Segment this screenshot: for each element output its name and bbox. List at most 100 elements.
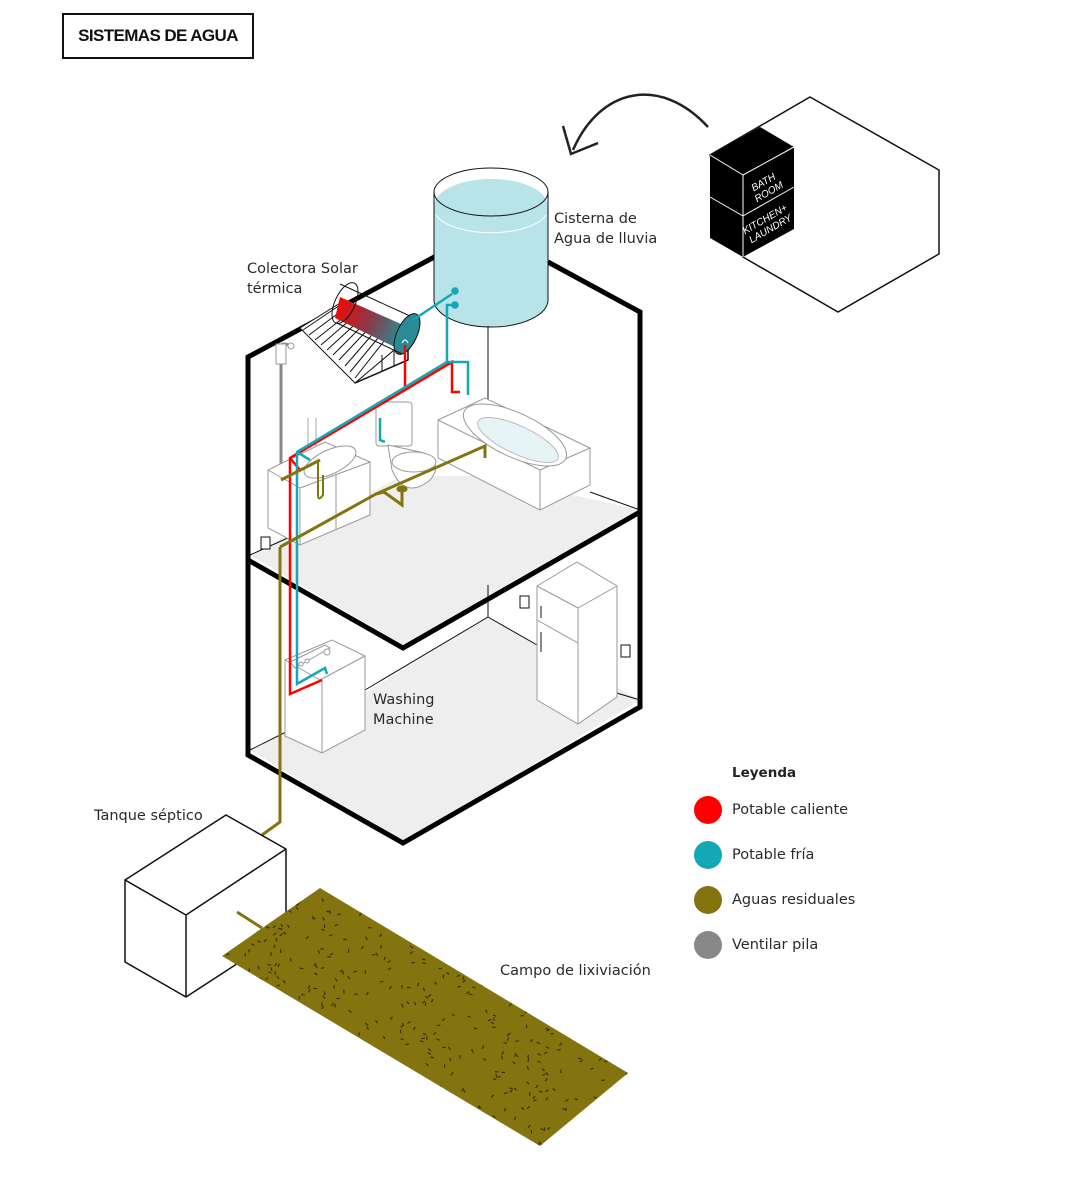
- soil-speckle: [497, 980, 500, 985]
- soil-speckle: [267, 1014, 270, 1019]
- soil-speckle: [446, 916, 451, 919]
- soil-speckle: [626, 892, 628, 896]
- soil-speckle: [613, 1102, 617, 1105]
- soil-speckle: [615, 1130, 620, 1133]
- legend-label: Aguas residuales: [732, 891, 856, 908]
- soil-speckle: [492, 1114, 496, 1119]
- soil-speckle: [236, 1075, 240, 1080]
- soil-speckle: [614, 1096, 619, 1098]
- soil-speckle: [382, 1035, 386, 1040]
- soil-speckle: [238, 1006, 242, 1010]
- soil-speckle: [466, 991, 470, 995]
- soil-speckle: [270, 1077, 275, 1081]
- soil-speckle: [257, 940, 261, 943]
- core-block-top-face: [710, 127, 794, 175]
- soil-speckle: [428, 1138, 432, 1141]
- legend-item-hot: Potable caliente: [694, 787, 855, 832]
- soil-speckle: [453, 890, 457, 894]
- soil-speckle: [549, 919, 554, 923]
- soil-speckle: [339, 889, 343, 893]
- soil-speckle: [304, 1017, 308, 1020]
- soil-speckle: [594, 1025, 598, 1029]
- soil-speckle: [286, 924, 290, 929]
- soil-speckle: [223, 980, 226, 984]
- soil-speckle: [436, 1024, 441, 1027]
- soil-speckle: [406, 889, 411, 893]
- soil-speckle: [335, 1085, 339, 1089]
- waste-water-swatch-icon: [694, 885, 722, 914]
- soil-speckle: [370, 907, 373, 911]
- soil-speckle: [379, 1132, 383, 1136]
- soil-speckle: [562, 1107, 567, 1111]
- soil-speckle: [448, 1057, 452, 1062]
- soil-speckle: [432, 1031, 437, 1035]
- soil-speckle: [407, 1021, 411, 1024]
- soil-speckle: [468, 885, 471, 887]
- soil-speckle: [313, 1034, 316, 1039]
- soil-speckle: [447, 1046, 451, 1051]
- soil-speckle: [424, 898, 428, 902]
- soil-speckle: [529, 1038, 534, 1043]
- soil-speckle: [257, 1055, 261, 1060]
- soil-speckle: [280, 923, 284, 928]
- soil-speckle: [431, 1149, 433, 1152]
- soil-speckle: [292, 1014, 295, 1019]
- soil-speckle: [408, 938, 412, 941]
- soil-speckle: [531, 902, 535, 907]
- soil-speckle: [233, 974, 237, 978]
- soil-speckle: [227, 1089, 231, 1094]
- soil-speckle: [223, 1038, 228, 1042]
- soil-speckle: [482, 1058, 487, 1062]
- soil-speckle: [477, 907, 480, 912]
- soil-speckle: [412, 1026, 416, 1031]
- soil-speckle: [224, 1085, 227, 1089]
- soil-speckle: [223, 1043, 226, 1048]
- soil-speckle: [597, 935, 601, 940]
- soil-speckle: [484, 912, 489, 916]
- soil-speckle: [297, 899, 302, 903]
- soil-speckle: [331, 1002, 334, 1007]
- soil-speckle: [260, 1128, 265, 1132]
- soil-speckle: [409, 951, 413, 955]
- soil-speckle: [544, 1078, 548, 1082]
- soil-speckle: [263, 1069, 268, 1073]
- soil-speckle: [320, 966, 325, 969]
- soil-speckle: [408, 1130, 412, 1135]
- soil-speckle: [493, 1139, 498, 1142]
- soil-speckle: [613, 946, 618, 949]
- soil-speckle: [344, 892, 348, 897]
- soil-speckle: [295, 906, 299, 911]
- soil-speckle: [598, 931, 602, 936]
- soil-speckle: [392, 917, 396, 921]
- soil-speckle: [459, 919, 463, 924]
- soil-speckle: [559, 994, 563, 998]
- soil-speckle: [420, 923, 424, 927]
- soil-speckle: [316, 1080, 320, 1085]
- soil-speckle: [537, 1060, 541, 1063]
- soil-speckle: [366, 1059, 369, 1063]
- soil-speckle: [621, 931, 626, 934]
- soil-speckle: [514, 1053, 517, 1057]
- soil-speckle: [600, 898, 603, 902]
- soil-speckle: [599, 928, 603, 932]
- soil-speckle: [557, 1048, 561, 1051]
- soil-speckle: [424, 1002, 427, 1006]
- soil-speckle: [492, 1078, 497, 1081]
- soil-speckle: [626, 1109, 628, 1113]
- soil-speckle: [461, 1087, 465, 1092]
- soil-speckle: [329, 953, 334, 956]
- soil-speckle: [348, 1009, 352, 1013]
- soil-speckle: [260, 1078, 265, 1082]
- soil-speckle: [407, 1115, 410, 1120]
- soil-speckle: [591, 1026, 595, 1030]
- soil-speckle: [272, 925, 276, 929]
- soil-speckle: [436, 1142, 440, 1146]
- soil-speckle: [276, 1000, 279, 1005]
- soil-speckle: [406, 908, 411, 911]
- soil-speckle: [526, 954, 530, 958]
- soil-speckle: [506, 1033, 510, 1037]
- soil-speckle: [516, 998, 520, 1002]
- soil-speckle: [536, 1041, 541, 1045]
- soil-speckle: [321, 1005, 325, 1010]
- soil-speckle: [326, 910, 330, 913]
